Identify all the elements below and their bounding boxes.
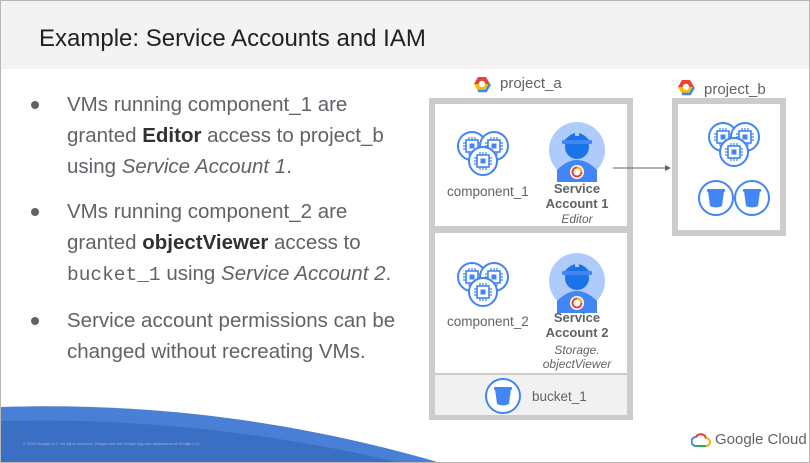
header-band [1, 1, 809, 69]
project-b-label: project_b [704, 81, 766, 98]
footer-swoosh [1, 406, 438, 462]
bullet-dot [31, 101, 39, 109]
google-cloud-wordmark: Google Cloud [715, 431, 807, 448]
bullet-dot [31, 208, 39, 216]
bullet-3: Service account permissions can be chang… [29, 305, 409, 367]
service-account-1-role: Editor [561, 212, 593, 226]
bucket-1-label: bucket_1 [532, 389, 587, 404]
component-2-label: component_2 [447, 314, 529, 329]
bullet-2: VMs running component_2 are granted obje… [29, 196, 409, 291]
project-b-icon [676, 78, 696, 96]
bullet-list: VMs running component_1 are granted Edit… [29, 89, 409, 381]
project-b-bucket-icon [698, 180, 734, 216]
project-b-bucket-icon [734, 180, 770, 216]
project-a-icon [472, 75, 492, 93]
project-a-label: project_a [500, 75, 562, 92]
service-account-2-role: Storage. objectViewer [542, 343, 612, 371]
google-cloud-icon [691, 432, 711, 447]
access-arrow [613, 165, 671, 171]
service-account-2-label: Service Account 2 [545, 310, 609, 340]
service-account-1-icon [548, 121, 606, 183]
service-account-2-icon [548, 252, 606, 314]
google-cloud-logo: Google Cloud [691, 431, 807, 448]
copyright-text: © 2020 Google LLC. All rights reserved. … [23, 441, 201, 446]
project-b-box [672, 98, 786, 236]
bullet-dot [31, 317, 39, 325]
component-1-label: component_1 [447, 184, 529, 199]
slide-title: Example: Service Accounts and IAM [39, 25, 426, 52]
bullet-1: VMs running component_1 are granted Edit… [29, 89, 409, 182]
service-account-1-label: Service Account 1 [545, 181, 609, 211]
